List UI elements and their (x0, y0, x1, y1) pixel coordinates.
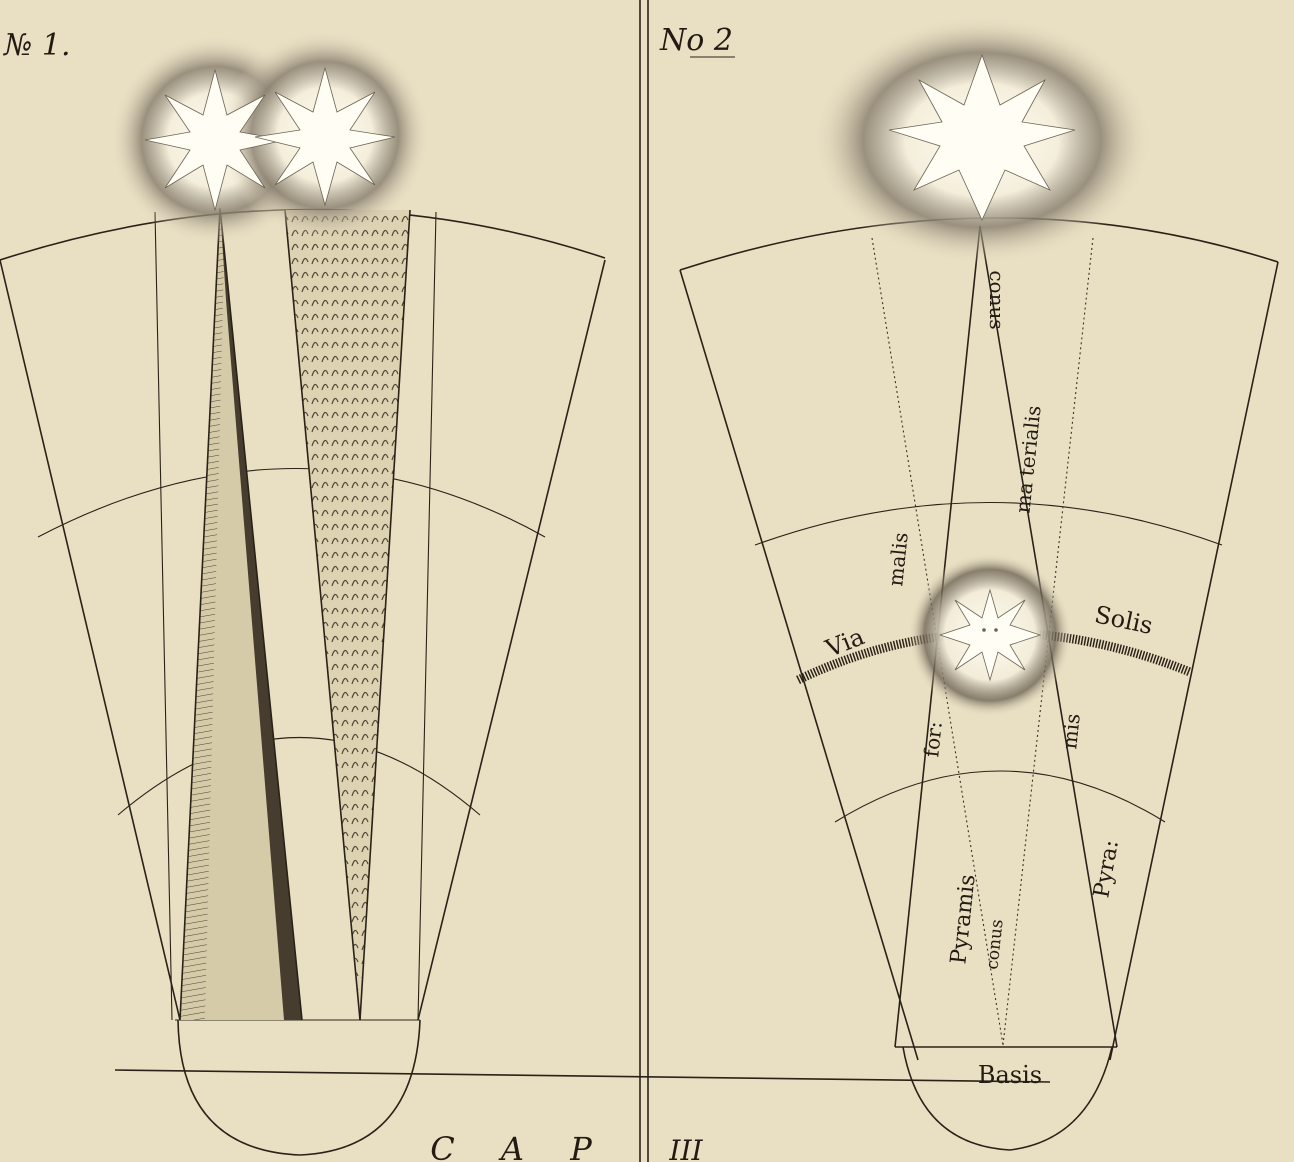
figure-1-number: № 1. (2, 28, 71, 63)
label-for: for: (919, 720, 947, 758)
label-basis: Basis (978, 1061, 1042, 1089)
caption-chapter: C A P (430, 1130, 609, 1162)
label-mis: mis (1057, 712, 1085, 750)
figure-2-number: No 2 (659, 23, 733, 58)
label-conus-top: conus (985, 270, 1009, 329)
caption-numeral: III (668, 1134, 703, 1162)
